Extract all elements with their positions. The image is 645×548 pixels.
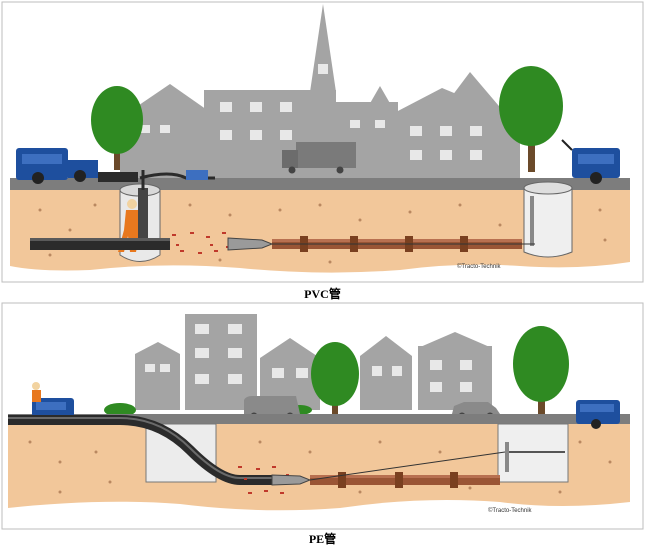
pull-cable	[309, 451, 506, 481]
pipe-fragments	[238, 466, 289, 494]
pvc-caption: PVC管	[304, 287, 341, 301]
soil-pebbles	[38, 203, 607, 264]
receiving-pit	[523, 181, 573, 258]
pe-installation-illustration: ©Tracto-Technik	[1, 302, 644, 530]
winch-unit	[561, 139, 620, 184]
surface-coupler	[186, 170, 208, 180]
pipe-reel-unit	[32, 382, 74, 418]
tree-left	[91, 86, 143, 170]
house-windows	[140, 64, 482, 160]
pe-caption: PE管	[308, 532, 337, 546]
tree-middle	[311, 342, 359, 414]
pvc-installation-illustration: ©Tracto-Technik	[1, 1, 644, 283]
road-surface	[8, 414, 630, 424]
road-surface	[10, 178, 630, 190]
tree-right	[499, 66, 563, 172]
old-pipe	[310, 472, 500, 488]
soil-layer	[10, 190, 630, 273]
new-pe-pipe	[8, 415, 272, 485]
credit-text: ©Tracto-Technik	[488, 507, 533, 514]
bursting-head	[227, 237, 274, 251]
winch-unit	[576, 400, 620, 429]
tree-right	[513, 326, 569, 414]
credit-text: ©Tracto-Technik	[457, 263, 502, 270]
surface-hose	[139, 172, 215, 180]
pit-hoist	[138, 188, 148, 244]
receiving-pit	[497, 423, 569, 483]
bursting-head	[271, 474, 312, 486]
pvc-diagram-panel: ©Tracto-Technik	[0, 0, 645, 284]
hydraulic-power-unit	[16, 148, 138, 184]
soil-pebbles	[28, 440, 612, 494]
truck	[282, 142, 356, 174]
house-windows	[145, 324, 472, 392]
launch-pit	[145, 423, 217, 483]
pe-diagram-panel: ©Tracto-Technik	[0, 302, 645, 530]
